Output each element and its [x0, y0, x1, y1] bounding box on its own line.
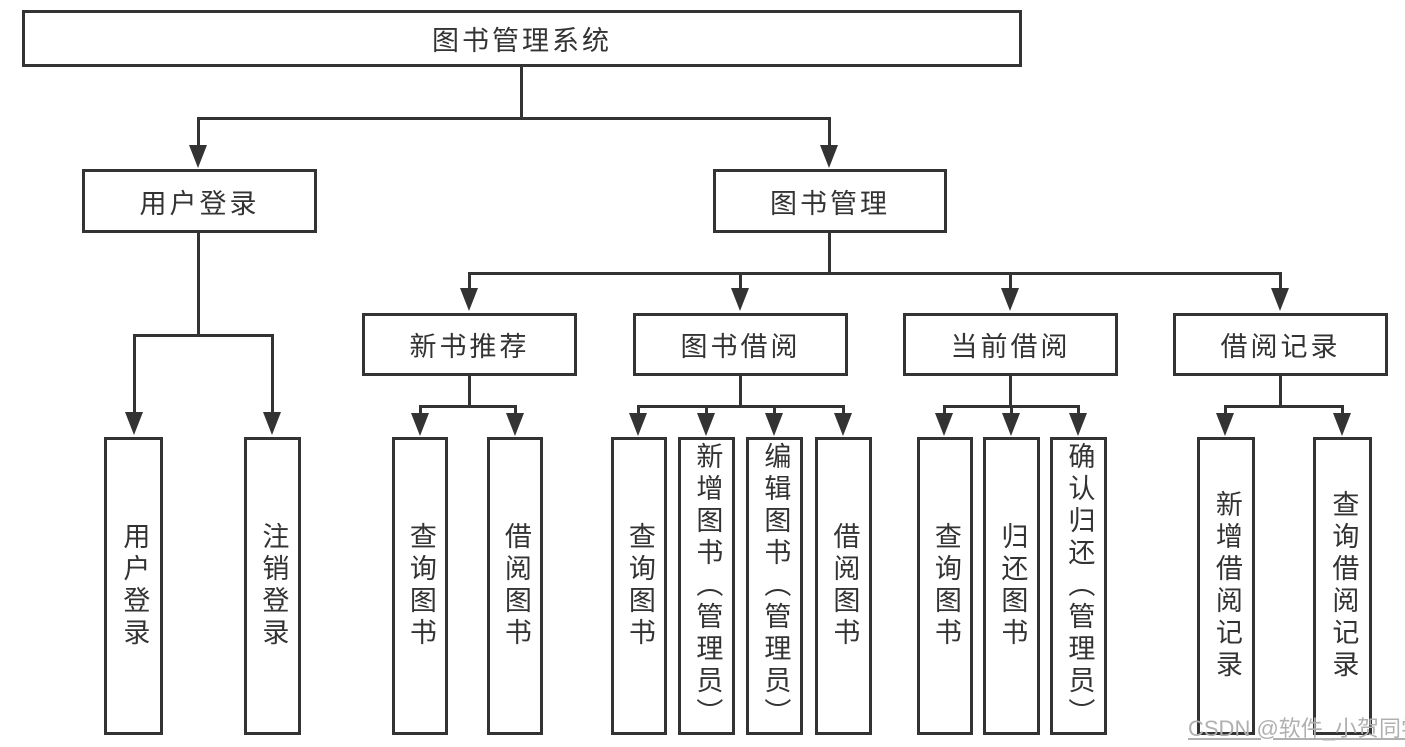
leaf-edit-books-admin: 编辑图书（管理员） — [746, 437, 803, 735]
connector-line — [468, 376, 471, 407]
node-book-management: 图书管理 — [713, 169, 947, 233]
connector-line — [468, 272, 1282, 275]
connector-line — [828, 117, 831, 147]
arrow-down-icon — [765, 413, 783, 436]
connector-line — [1009, 376, 1012, 407]
connector-line — [637, 405, 640, 415]
node-library-system: 图书管理系统 — [22, 10, 1022, 67]
connector-line — [514, 405, 517, 415]
connector-line — [705, 405, 708, 415]
connector-line — [637, 405, 845, 408]
arrow-down-icon — [506, 413, 524, 436]
csdn-watermark: CSDN @软件_小贺同学 — [1188, 716, 1405, 741]
leaf-return-books: 归还图书 — [983, 437, 1040, 735]
connector-line — [197, 117, 831, 120]
leaf-borrow-books-newbooks: 借阅图书 — [487, 437, 543, 735]
connector-line — [419, 405, 517, 408]
connector-line — [1279, 272, 1282, 290]
arrow-down-icon — [629, 413, 647, 436]
leaf-query-books-borrow: 查询图书 — [611, 437, 667, 735]
node-current-borrowing: 当前借阅 — [903, 313, 1118, 376]
connector-line — [943, 405, 946, 415]
connector-line — [1224, 405, 1344, 408]
connector-line — [739, 376, 742, 407]
leaf-add-books-admin: 新增图书（管理员） — [678, 437, 735, 735]
arrow-down-icon — [460, 288, 478, 311]
arrow-down-icon — [263, 412, 281, 435]
connector-line — [773, 405, 776, 415]
arrow-down-icon — [697, 413, 715, 436]
connector-line — [739, 272, 742, 290]
leaf-query-books-current: 查询图书 — [917, 437, 973, 735]
leaf-query-books-newbooks: 查询图书 — [392, 437, 448, 735]
connector-line — [1224, 405, 1227, 415]
arrow-down-icon — [935, 413, 953, 436]
arrow-down-icon — [1333, 413, 1351, 436]
arrow-down-icon — [411, 413, 429, 436]
connector-line — [197, 233, 200, 337]
leaf-query-borrow-record: 查询借阅记录 — [1313, 437, 1372, 735]
connector-line — [1279, 376, 1282, 407]
leaf-user-login: 用户登录 — [104, 437, 163, 735]
node-user-login: 用户登录 — [82, 169, 317, 233]
leaf-logout: 注销登录 — [244, 437, 301, 735]
connector-line — [520, 67, 523, 119]
connector-line — [1341, 405, 1344, 415]
node-borrow-records: 借阅记录 — [1173, 313, 1388, 376]
leaf-confirm-return-admin: 确认归还（管理员） — [1050, 437, 1107, 735]
arrow-down-icon — [1069, 413, 1087, 436]
connector-line — [468, 272, 471, 290]
arrow-down-icon — [1216, 413, 1234, 436]
arrow-down-icon — [820, 145, 838, 168]
arrow-down-icon — [1271, 288, 1289, 311]
arrow-down-icon — [125, 412, 143, 435]
node-book-borrowing: 图书借阅 — [633, 313, 848, 376]
arrow-down-icon — [731, 288, 749, 311]
leaf-borrow-books: 借阅图书 — [815, 437, 872, 735]
connector-line — [1009, 272, 1012, 290]
connector-line — [197, 117, 200, 147]
connector-line — [1010, 405, 1013, 415]
arrow-down-icon — [1001, 288, 1019, 311]
connector-line — [271, 334, 274, 412]
node-new-book-recommend: 新书推荐 — [362, 313, 577, 376]
connector-line — [842, 405, 845, 415]
connector-line — [828, 233, 831, 275]
connector-line — [133, 334, 136, 412]
arrow-down-icon — [189, 145, 207, 168]
arrow-down-icon — [834, 413, 852, 436]
connector-line — [134, 334, 274, 337]
connector-line — [419, 405, 422, 415]
arrow-down-icon — [1002, 413, 1020, 436]
connector-line — [1077, 405, 1080, 415]
leaf-add-borrow-record: 新增借阅记录 — [1197, 437, 1255, 735]
